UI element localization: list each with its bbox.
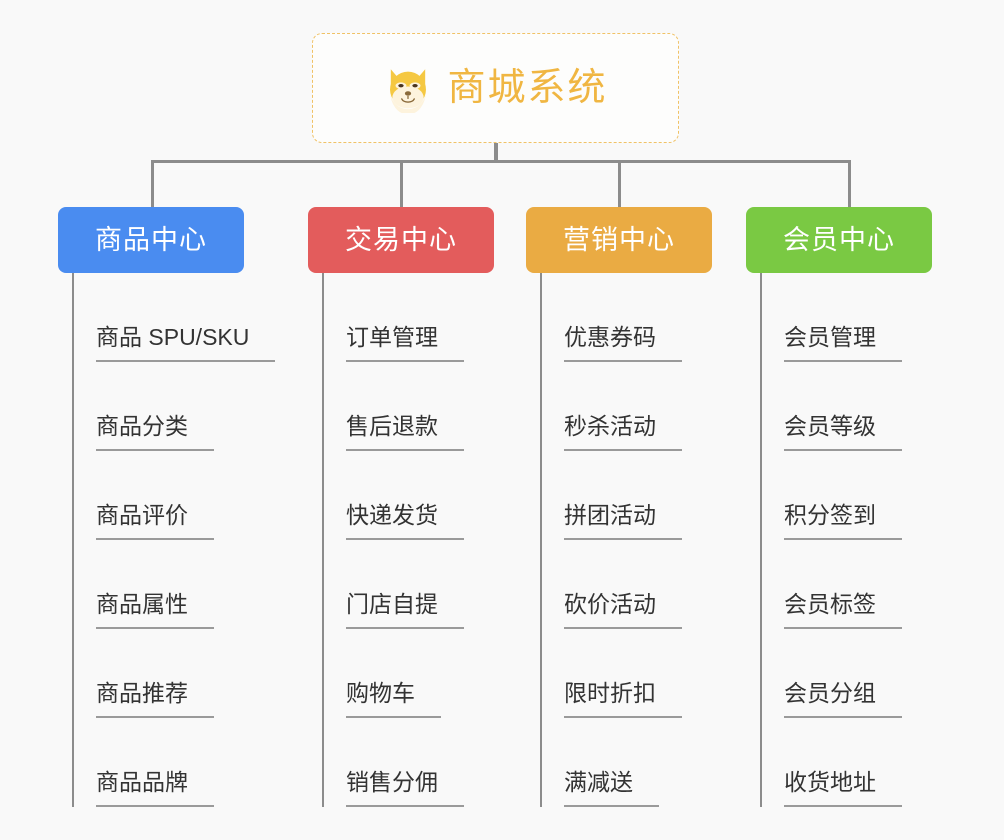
category-header-4[interactable]: 会员中心 — [746, 207, 932, 273]
item-label: 限时折扣 — [564, 682, 682, 718]
item-label: 门店自提 — [346, 593, 464, 629]
item-label: 商品评价 — [96, 504, 214, 540]
connector-root-stem — [494, 143, 498, 163]
list-item[interactable]: 拼团活动 — [542, 451, 712, 540]
item-label: 商品分类 — [96, 415, 214, 451]
item-label: 秒杀活动 — [564, 415, 682, 451]
list-item[interactable]: 会员标签 — [762, 540, 932, 629]
connector-drop-4 — [848, 160, 851, 208]
root-title: 商城系统 — [447, 67, 608, 109]
list-item[interactable]: 售后退款 — [324, 362, 494, 451]
list-item[interactable]: 会员分组 — [762, 629, 932, 718]
dog-face-icon — [383, 63, 433, 115]
list-item[interactable]: 积分签到 — [762, 451, 932, 540]
branch-column-2: 交易中心 订单管理 售后退款 快递发货 门店自提 购物车 销售分佣 — [308, 207, 494, 807]
connector-drop-1 — [151, 160, 154, 208]
root-node[interactable]: 商城系统 — [312, 33, 679, 143]
item-label: 砍价活动 — [564, 593, 682, 629]
item-label: 购物车 — [346, 682, 441, 718]
item-label: 会员管理 — [784, 326, 902, 362]
item-label: 优惠券码 — [564, 326, 682, 362]
list-item[interactable]: 购物车 — [324, 629, 494, 718]
list-item[interactable]: 优惠券码 — [542, 273, 712, 362]
item-label: 收货地址 — [784, 771, 902, 807]
list-item[interactable]: 秒杀活动 — [542, 362, 712, 451]
item-label: 商品属性 — [96, 593, 214, 629]
item-label: 商品品牌 — [96, 771, 214, 807]
branch-column-4: 会员中心 会员管理 会员等级 积分签到 会员标签 会员分组 收货地址 — [746, 207, 932, 807]
list-item[interactable]: 收货地址 — [762, 718, 932, 807]
item-label: 订单管理 — [346, 326, 464, 362]
list-item[interactable]: 商品属性 — [74, 540, 244, 629]
category-header-2[interactable]: 交易中心 — [308, 207, 494, 273]
connector-drop-3 — [618, 160, 621, 208]
list-item[interactable]: 商品评价 — [74, 451, 244, 540]
list-item[interactable]: 商品 SPU/SKU — [74, 273, 276, 362]
item-list-1: 商品 SPU/SKU 商品分类 商品评价 商品属性 商品推荐 商品品牌 — [72, 273, 276, 807]
category-header-label: 会员中心 — [783, 224, 895, 255]
item-label: 快递发货 — [346, 504, 464, 540]
category-header-label: 营销中心 — [563, 224, 675, 255]
item-label: 会员等级 — [784, 415, 902, 451]
list-item[interactable]: 砍价活动 — [542, 540, 712, 629]
item-label: 会员分组 — [784, 682, 902, 718]
list-item[interactable]: 满减送 — [542, 718, 712, 807]
item-label: 商品 SPU/SKU — [96, 326, 276, 362]
item-label: 积分签到 — [784, 504, 902, 540]
item-list-3: 优惠券码 秒杀活动 拼团活动 砍价活动 限时折扣 满减送 — [540, 273, 712, 807]
list-item[interactable]: 快递发货 — [324, 451, 494, 540]
list-item[interactable]: 商品分类 — [74, 362, 244, 451]
list-item[interactable]: 商品品牌 — [74, 718, 244, 807]
list-item[interactable]: 商品推荐 — [74, 629, 244, 718]
item-label: 满减送 — [564, 771, 659, 807]
item-list-2: 订单管理 售后退款 快递发货 门店自提 购物车 销售分佣 — [322, 273, 494, 807]
list-item[interactable]: 门店自提 — [324, 540, 494, 629]
item-list-4: 会员管理 会员等级 积分签到 会员标签 会员分组 收货地址 — [760, 273, 932, 807]
category-header-1[interactable]: 商品中心 — [58, 207, 244, 273]
category-header-label: 交易中心 — [345, 224, 457, 255]
list-item[interactable]: 订单管理 — [324, 273, 494, 362]
list-item[interactable]: 会员等级 — [762, 362, 932, 451]
item-label: 售后退款 — [346, 415, 464, 451]
list-item[interactable]: 销售分佣 — [324, 718, 494, 807]
item-label: 会员标签 — [784, 593, 902, 629]
connector-bus — [151, 160, 851, 163]
connector-drop-2 — [400, 160, 403, 208]
list-item[interactable]: 会员管理 — [762, 273, 932, 362]
branch-column-1: 商品中心 商品 SPU/SKU 商品分类 商品评价 商品属性 商品推荐 商品品牌 — [58, 207, 276, 807]
category-header-3[interactable]: 营销中心 — [526, 207, 712, 273]
list-item[interactable]: 限时折扣 — [542, 629, 712, 718]
branch-column-3: 营销中心 优惠券码 秒杀活动 拼团活动 砍价活动 限时折扣 满减送 — [526, 207, 712, 807]
item-label: 销售分佣 — [346, 771, 464, 807]
category-header-label: 商品中心 — [95, 224, 207, 255]
item-label: 商品推荐 — [96, 682, 214, 718]
item-label: 拼团活动 — [564, 504, 682, 540]
